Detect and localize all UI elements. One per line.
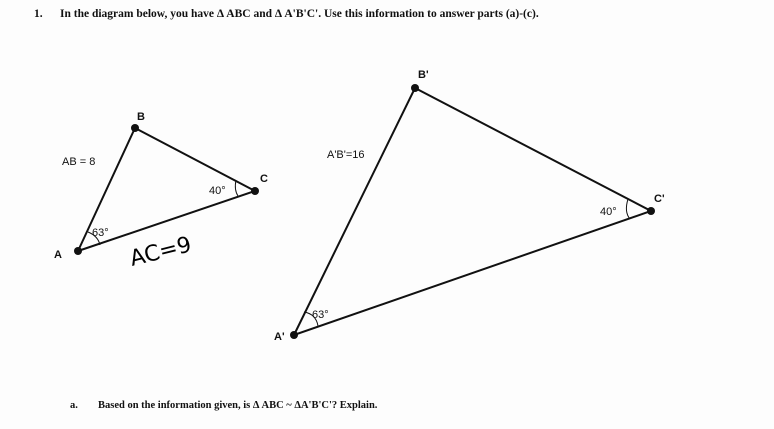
- label-ab: AB = 8: [62, 156, 95, 168]
- vertex-c-prime: [647, 207, 655, 215]
- triangle-abc: B C A AB = 8 63° 40° AC=9: [54, 111, 268, 272]
- angle-c-prime-arc: [625, 198, 631, 220]
- angle-a-prime-arc: [303, 311, 319, 327]
- part-a-label: a.: [70, 400, 78, 411]
- angle-c-arc: [234, 179, 239, 197]
- label-c-prime: C': [654, 193, 665, 205]
- label-b: B: [137, 111, 145, 123]
- triangle-a-prime-b-prime-c-prime: B' C' A' A'B'=16 63° 40°: [274, 69, 665, 343]
- label-a-prime-b-prime: A'B'=16: [327, 149, 365, 161]
- angle-a-arc: [87, 231, 101, 246]
- vertex-b: [131, 124, 139, 132]
- handwritten-ac: AC=9: [127, 232, 194, 271]
- question-text: In the diagram below, you have Δ ABC and…: [60, 8, 539, 20]
- label-angle-a-prime: 63°: [312, 309, 329, 321]
- vertex-c: [251, 187, 259, 195]
- label-b-prime: B': [418, 69, 429, 81]
- vertex-b-prime: [411, 84, 419, 92]
- vertex-a-prime: [290, 331, 298, 339]
- triangle-abc-outline: [76, 126, 258, 253]
- triangle-prime-outline: [292, 86, 654, 337]
- part-a-text: Based on the information given, is Δ ABC…: [98, 400, 378, 411]
- label-angle-c-prime: 40°: [600, 206, 617, 218]
- label-a-prime: A': [274, 331, 285, 343]
- label-angle-c: 40°: [209, 185, 226, 197]
- vertex-a: [74, 247, 82, 255]
- label-angle-a: 63°: [92, 227, 109, 239]
- label-c: C: [260, 173, 268, 185]
- question-number: 1.: [34, 8, 43, 20]
- label-a: A: [54, 249, 62, 261]
